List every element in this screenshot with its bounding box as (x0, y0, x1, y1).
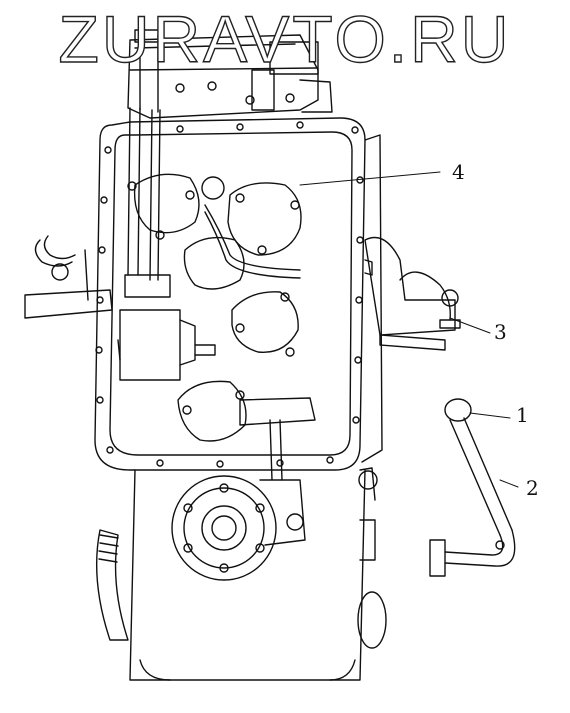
leader-line-4 (299, 171, 441, 186)
top-mechanism (127, 29, 333, 119)
callout-2: 2 (526, 476, 539, 500)
bearing-covers (127, 173, 302, 442)
leader-line-3 (449, 317, 491, 334)
left-bracket (24, 235, 113, 319)
watermark-logo: ZURAVTO.RU (58, 2, 512, 76)
control-valve (117, 107, 216, 381)
shift-lever (429, 398, 516, 577)
leader-line-2 (499, 479, 519, 488)
lower-case (95, 467, 387, 681)
callout-1: 1 (516, 403, 529, 427)
callout-4: 4 (452, 160, 465, 184)
leader-line-1 (469, 412, 511, 419)
leader-lines (299, 171, 519, 488)
main-housing (94, 117, 383, 471)
right-bracket (364, 236, 461, 351)
bottom-plate (239, 397, 316, 481)
callout-3: 3 (494, 320, 507, 344)
